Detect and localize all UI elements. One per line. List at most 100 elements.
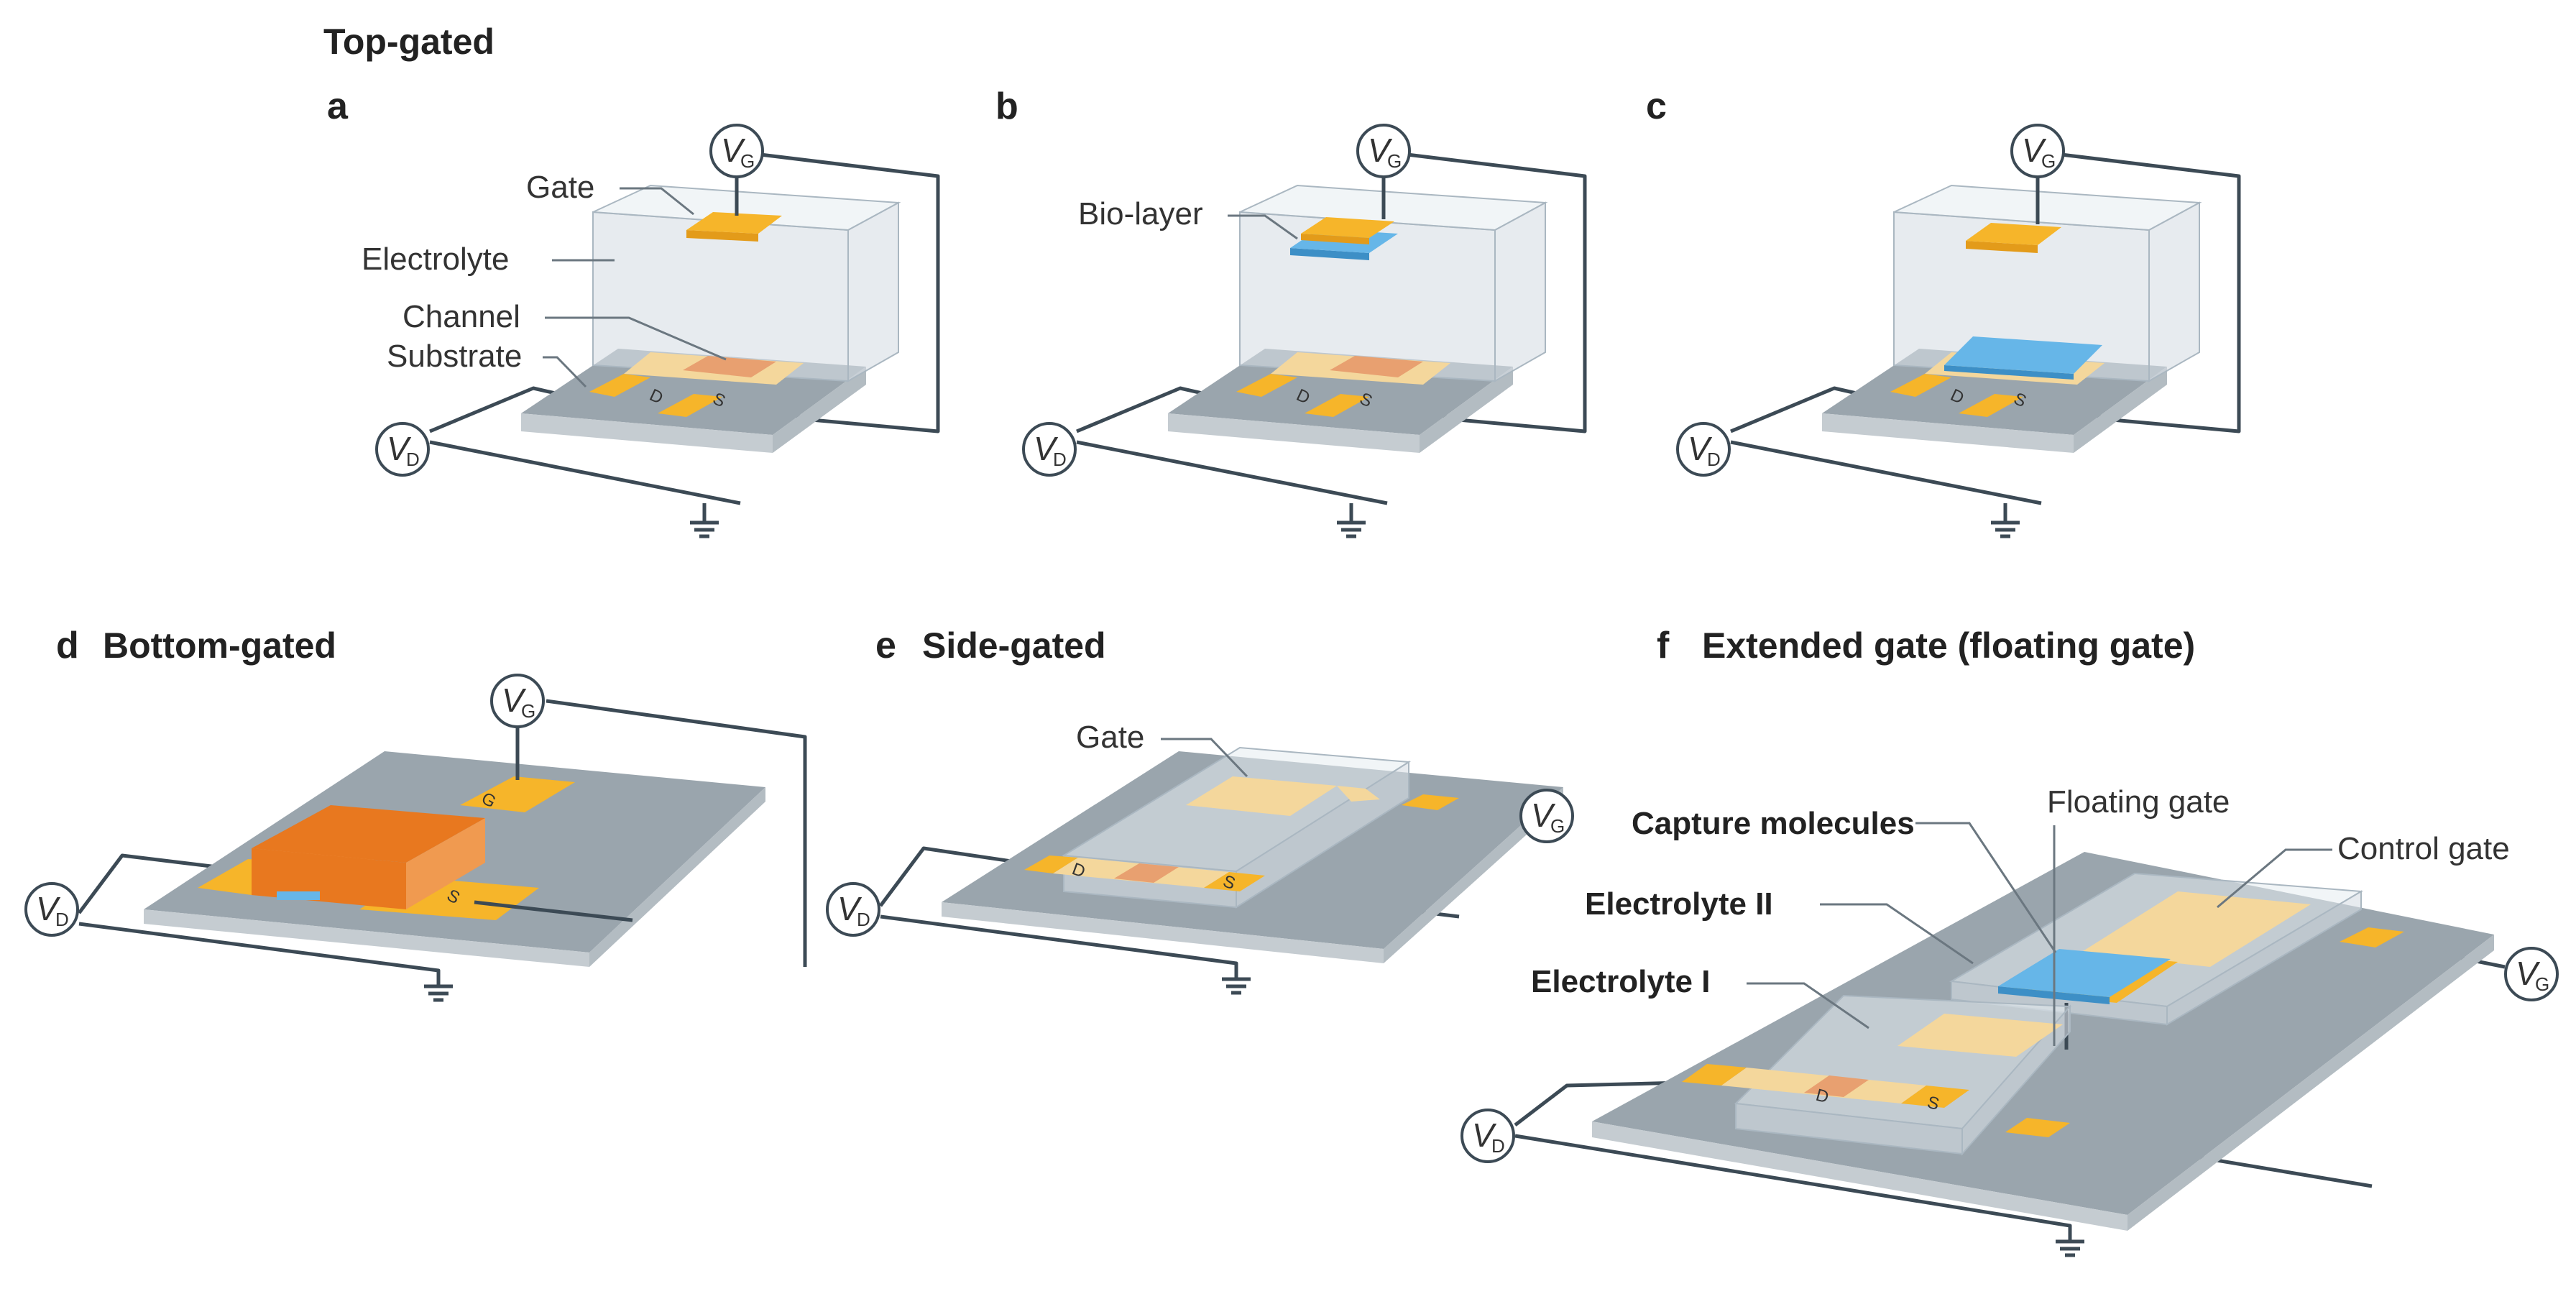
gate-voltmeter-a: VG (709, 124, 764, 178)
drain-pad-c (1890, 374, 1951, 397)
svg-text:V: V (1034, 430, 1059, 467)
svg-text:G: G (1387, 150, 1402, 172)
channel-d (277, 891, 320, 900)
ground-symbol-c (1991, 503, 2020, 538)
label-channel-a: Channel (402, 299, 520, 334)
ground-symbol-b (1337, 503, 1366, 538)
control-gate-pad-f (2340, 927, 2404, 947)
ground-symbol-f (2056, 1239, 2084, 1257)
source-pad-c (1959, 394, 2023, 417)
gate-c (1966, 223, 2061, 245)
svg-text:D: D (1491, 1135, 1505, 1157)
label-electrolyte-a: Electrolyte (362, 242, 509, 277)
gate-voltmeter-c: VG (2010, 124, 2065, 178)
svg-text:D: D (1813, 1086, 1831, 1108)
drain-wire-a (429, 440, 741, 505)
svg-text:D: D (406, 449, 420, 470)
svg-text:D: D (55, 909, 69, 930)
channel-b (1330, 356, 1423, 377)
panel-letter-d: d (56, 625, 79, 666)
panel-letter-b: b (995, 86, 1018, 127)
drain-pad-e (1024, 855, 1078, 873)
dielectric-d (252, 805, 485, 863)
svg-text:V: V (36, 890, 61, 927)
ground-wire-e (880, 914, 1238, 978)
svg-text:V: V (1688, 430, 1713, 467)
drain-pad-a (589, 374, 650, 397)
gate-voltmeter-d: VG (490, 674, 545, 728)
label-electrolyte-i-f: Electrolyte I (1531, 964, 1710, 999)
svg-text:D: D (1053, 449, 1067, 470)
ground-symbol-e (1222, 977, 1251, 995)
ground-symbol-a (690, 503, 719, 538)
panel-letter-c: c (1646, 86, 1667, 127)
drain-voltmeter-a: VD (375, 422, 430, 477)
svg-text:G: G (521, 700, 535, 722)
source-pad-e (1204, 872, 1265, 891)
svg-text:V: V (387, 430, 412, 467)
gate-b (1301, 217, 1394, 238)
drain-voltmeter-e: VD (826, 882, 880, 937)
gate-voltmeter-b: VG (1356, 124, 1411, 178)
svg-text:V: V (1472, 1116, 1497, 1154)
panel-f: f Extended gate (floating gate) (1460, 625, 2559, 1257)
gate-e (1186, 776, 1337, 816)
svg-text:S: S (1925, 1093, 1941, 1114)
panel-title-d: Bottom-gated (103, 625, 336, 666)
source-pad-a (658, 394, 722, 417)
bio-channel-c (1944, 336, 2102, 374)
gate-pad-e (1402, 794, 1459, 810)
drain-voltmeter-c: VD (1676, 422, 1731, 477)
panel-title-e: Side-gated (922, 625, 1106, 666)
svg-text:V: V (837, 890, 862, 927)
channel-f (1804, 1075, 1869, 1097)
label-capture-molecules-f: Capture molecules (1632, 806, 1915, 841)
ground-wire-d (78, 922, 441, 985)
panel-a: a D S VG VD (327, 86, 940, 538)
drain-voltmeter-b: VD (1022, 422, 1077, 477)
panel-e: e Side-gated D S VG VD (826, 625, 1574, 995)
label-substrate-a: Substrate (387, 339, 522, 374)
label-bio-layer-b: Bio-layer (1078, 196, 1203, 231)
drain-voltmeter-d: VD (24, 882, 79, 937)
svg-text:V: V (2516, 955, 2541, 992)
control-gate-f (2081, 891, 2311, 967)
panel-title-f: Extended gate (floating gate) (1702, 625, 2195, 666)
label-electrolyte-ii-f: Electrolyte II (1585, 886, 1773, 922)
svg-text:V: V (1368, 132, 1393, 169)
drain-wire-d (78, 853, 242, 914)
svg-text:V: V (721, 132, 746, 169)
gate-wire-d (546, 699, 807, 967)
panel-c: c D S VG VD (1646, 86, 2241, 538)
gate-pad-d (460, 776, 575, 812)
panel-letter-e: e (875, 625, 896, 666)
gate-voltmeter-f: VG (2504, 947, 2559, 1001)
svg-text:G: G (2535, 973, 2549, 995)
svg-text:D: D (1707, 449, 1721, 470)
svg-text:V: V (1531, 797, 1556, 834)
svg-text:D: D (857, 909, 870, 930)
source-pad-b (1305, 394, 1369, 417)
ground-symbol-d (424, 984, 453, 1002)
section-title-top-gated: Top-gated (323, 22, 494, 62)
channel-e (1114, 863, 1179, 883)
source-pad-f (1901, 1086, 1969, 1108)
drain-wire-c (1730, 440, 2042, 505)
ground-wire-f (1514, 1134, 2072, 1240)
gate-voltmeter-e: VG (1519, 789, 1574, 843)
capture-molecules-f (1998, 949, 2171, 997)
gate-a (686, 212, 782, 234)
svg-text:G: G (1550, 815, 1565, 837)
drain-pad-b (1236, 374, 1297, 397)
label-control-gate-f: Control gate (2337, 831, 2510, 866)
channel-a (683, 356, 776, 377)
panel-letter-f: f (1657, 625, 1670, 666)
drain-wire-b (1076, 440, 1388, 505)
floating-gate-f (1898, 1014, 2063, 1057)
drain-pad-f (1682, 1064, 1747, 1086)
label-gate-a: Gate (526, 170, 594, 205)
svg-text:V: V (502, 682, 527, 719)
drain-wire-e (879, 846, 1046, 907)
panel-d: d Bottom-gated G S VG VD (24, 625, 807, 1002)
